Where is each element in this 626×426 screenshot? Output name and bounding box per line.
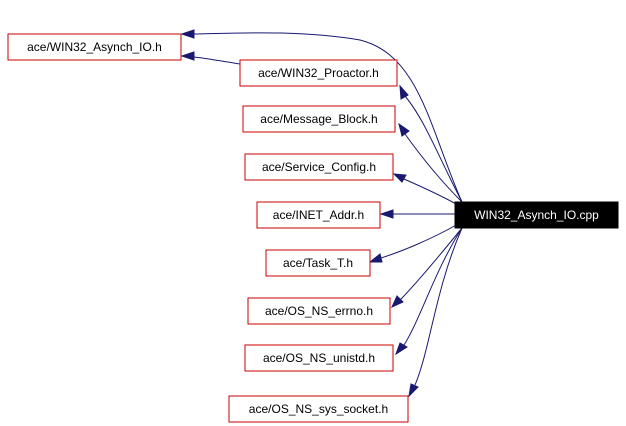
edge-to-win32-proactor-h [404,95,463,203]
node-task-t-h[interactable]: ace/Task_T.h [265,249,371,277]
node-inet-addr-h[interactable]: ace/INET_Addr.h [256,201,381,229]
arrowhead [395,342,408,356]
node-os-ns-errno-h[interactable]: ace/OS_NS_errno.h [247,297,391,325]
edge-to-win32-asynch-io-h [193,32,463,203]
edge-to-message-block-h [404,133,463,203]
node-os-ns-sys-socket-h[interactable]: ace/OS_NS_sys_socket.h [228,395,409,423]
arrowhead [180,29,195,39]
node-label: ace/Service_Config.h [262,160,376,174]
node-label: ace/WIN32_Proactor.h [258,66,379,80]
arrowhead [390,295,404,309]
root-node-label: WIN32_Asynch_IO.cpp [474,208,599,222]
node-label: ace/Task_T.h [283,256,353,270]
node-os-ns-unistd-h[interactable]: ace/OS_NS_unistd.h [244,344,394,372]
edge-to-os-ns-sys-socket-h [414,227,463,386]
node-label: ace/WIN32_Asynch_IO.h [27,40,162,54]
edges [180,29,463,398]
node-label: ace/OS_NS_errno.h [265,304,373,318]
node-label: ace/OS_NS_sys_socket.h [249,402,388,416]
node-message-block-h[interactable]: ace/Message_Block.h [242,105,396,133]
edge-to-os-ns-unistd-h [403,227,463,346]
node-label: ace/INET_Addr.h [273,208,364,222]
edge-to-service-config-h [403,178,459,206]
edge-proactor-to-asynch-io-h [193,56,241,65]
arrowhead [399,84,409,100]
node-label: ace/Message_Block.h [260,112,377,126]
edge-to-os-ns-errno-h [399,227,463,301]
arrowhead [392,173,407,183]
arrowhead [180,51,195,61]
node-win32-proactor-h[interactable]: ace/WIN32_Proactor.h [239,59,398,87]
root-node[interactable]: WIN32_Asynch_IO.cpp [454,201,619,229]
node-label: ace/OS_NS_unistd.h [263,351,375,365]
arrowhead [408,383,419,398]
node-win32-asynch-io-h[interactable]: ace/WIN32_Asynch_IO.h [7,33,182,61]
node-service-config-h[interactable]: ace/Service_Config.h [244,153,394,181]
arrowhead [379,209,394,219]
arrowhead [368,253,383,263]
edge-to-task-t-h [380,223,459,259]
arrowhead [398,122,410,137]
